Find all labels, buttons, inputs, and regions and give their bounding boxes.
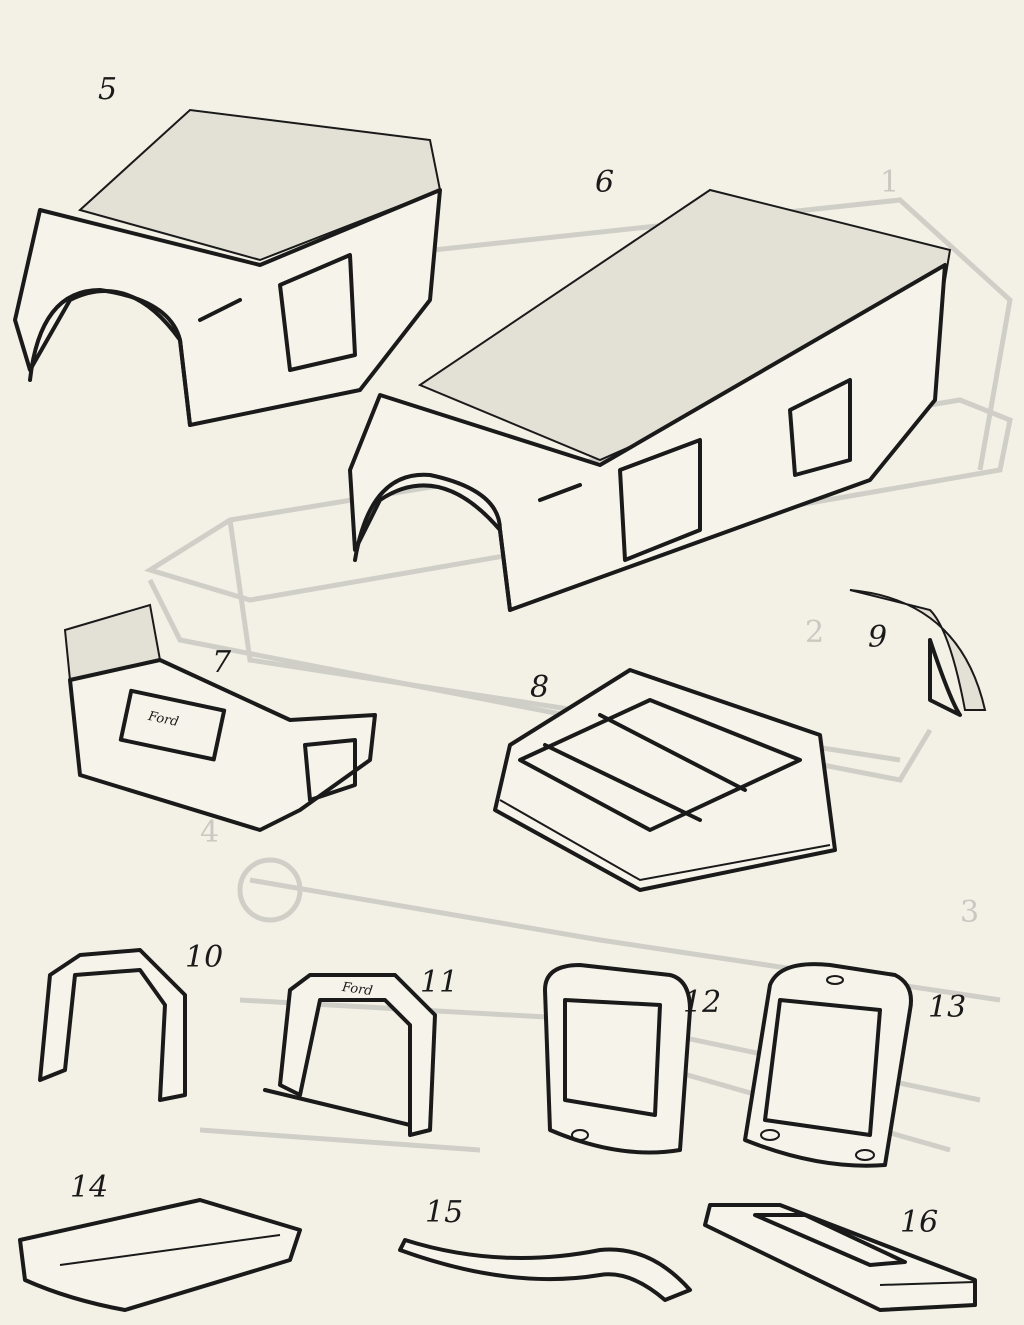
background-label-2: 2 <box>805 615 825 650</box>
part-8-seat <box>493 668 837 892</box>
label-6: 6 <box>595 165 615 200</box>
part-5-rear-body-short <box>13 108 442 427</box>
part-10-radiator-shell <box>38 948 187 1102</box>
label-16: 16 <box>900 1205 939 1240</box>
label-13: 13 <box>928 990 967 1025</box>
part-6-rear-body-long <box>348 188 952 612</box>
background-label-3: 3 <box>960 895 980 930</box>
label-5: 5 <box>98 72 118 107</box>
part-7-dash-panel <box>63 603 377 832</box>
label-9: 9 <box>868 620 888 655</box>
part-16-badge-plate <box>703 1203 977 1312</box>
part-11-radiator-shell <box>263 973 437 1137</box>
part-9-fender-curve <box>849 589 987 717</box>
label-10: 10 <box>185 940 224 975</box>
background-label-1: 1 <box>880 165 900 200</box>
background-label-4: 4 <box>200 815 220 850</box>
label-7: 7 <box>212 645 232 680</box>
label-8: 8 <box>530 670 550 705</box>
part-15-curved-panel <box>398 1238 692 1302</box>
label-12: 12 <box>683 985 722 1020</box>
label-15: 15 <box>425 1195 464 1230</box>
label-14: 14 <box>70 1170 109 1205</box>
part-12-radiator-frame <box>543 963 692 1155</box>
part-13-radiator-frame <box>743 962 913 1168</box>
label-11: 11 <box>420 965 459 1000</box>
part-14-hood-panel <box>18 1198 302 1312</box>
